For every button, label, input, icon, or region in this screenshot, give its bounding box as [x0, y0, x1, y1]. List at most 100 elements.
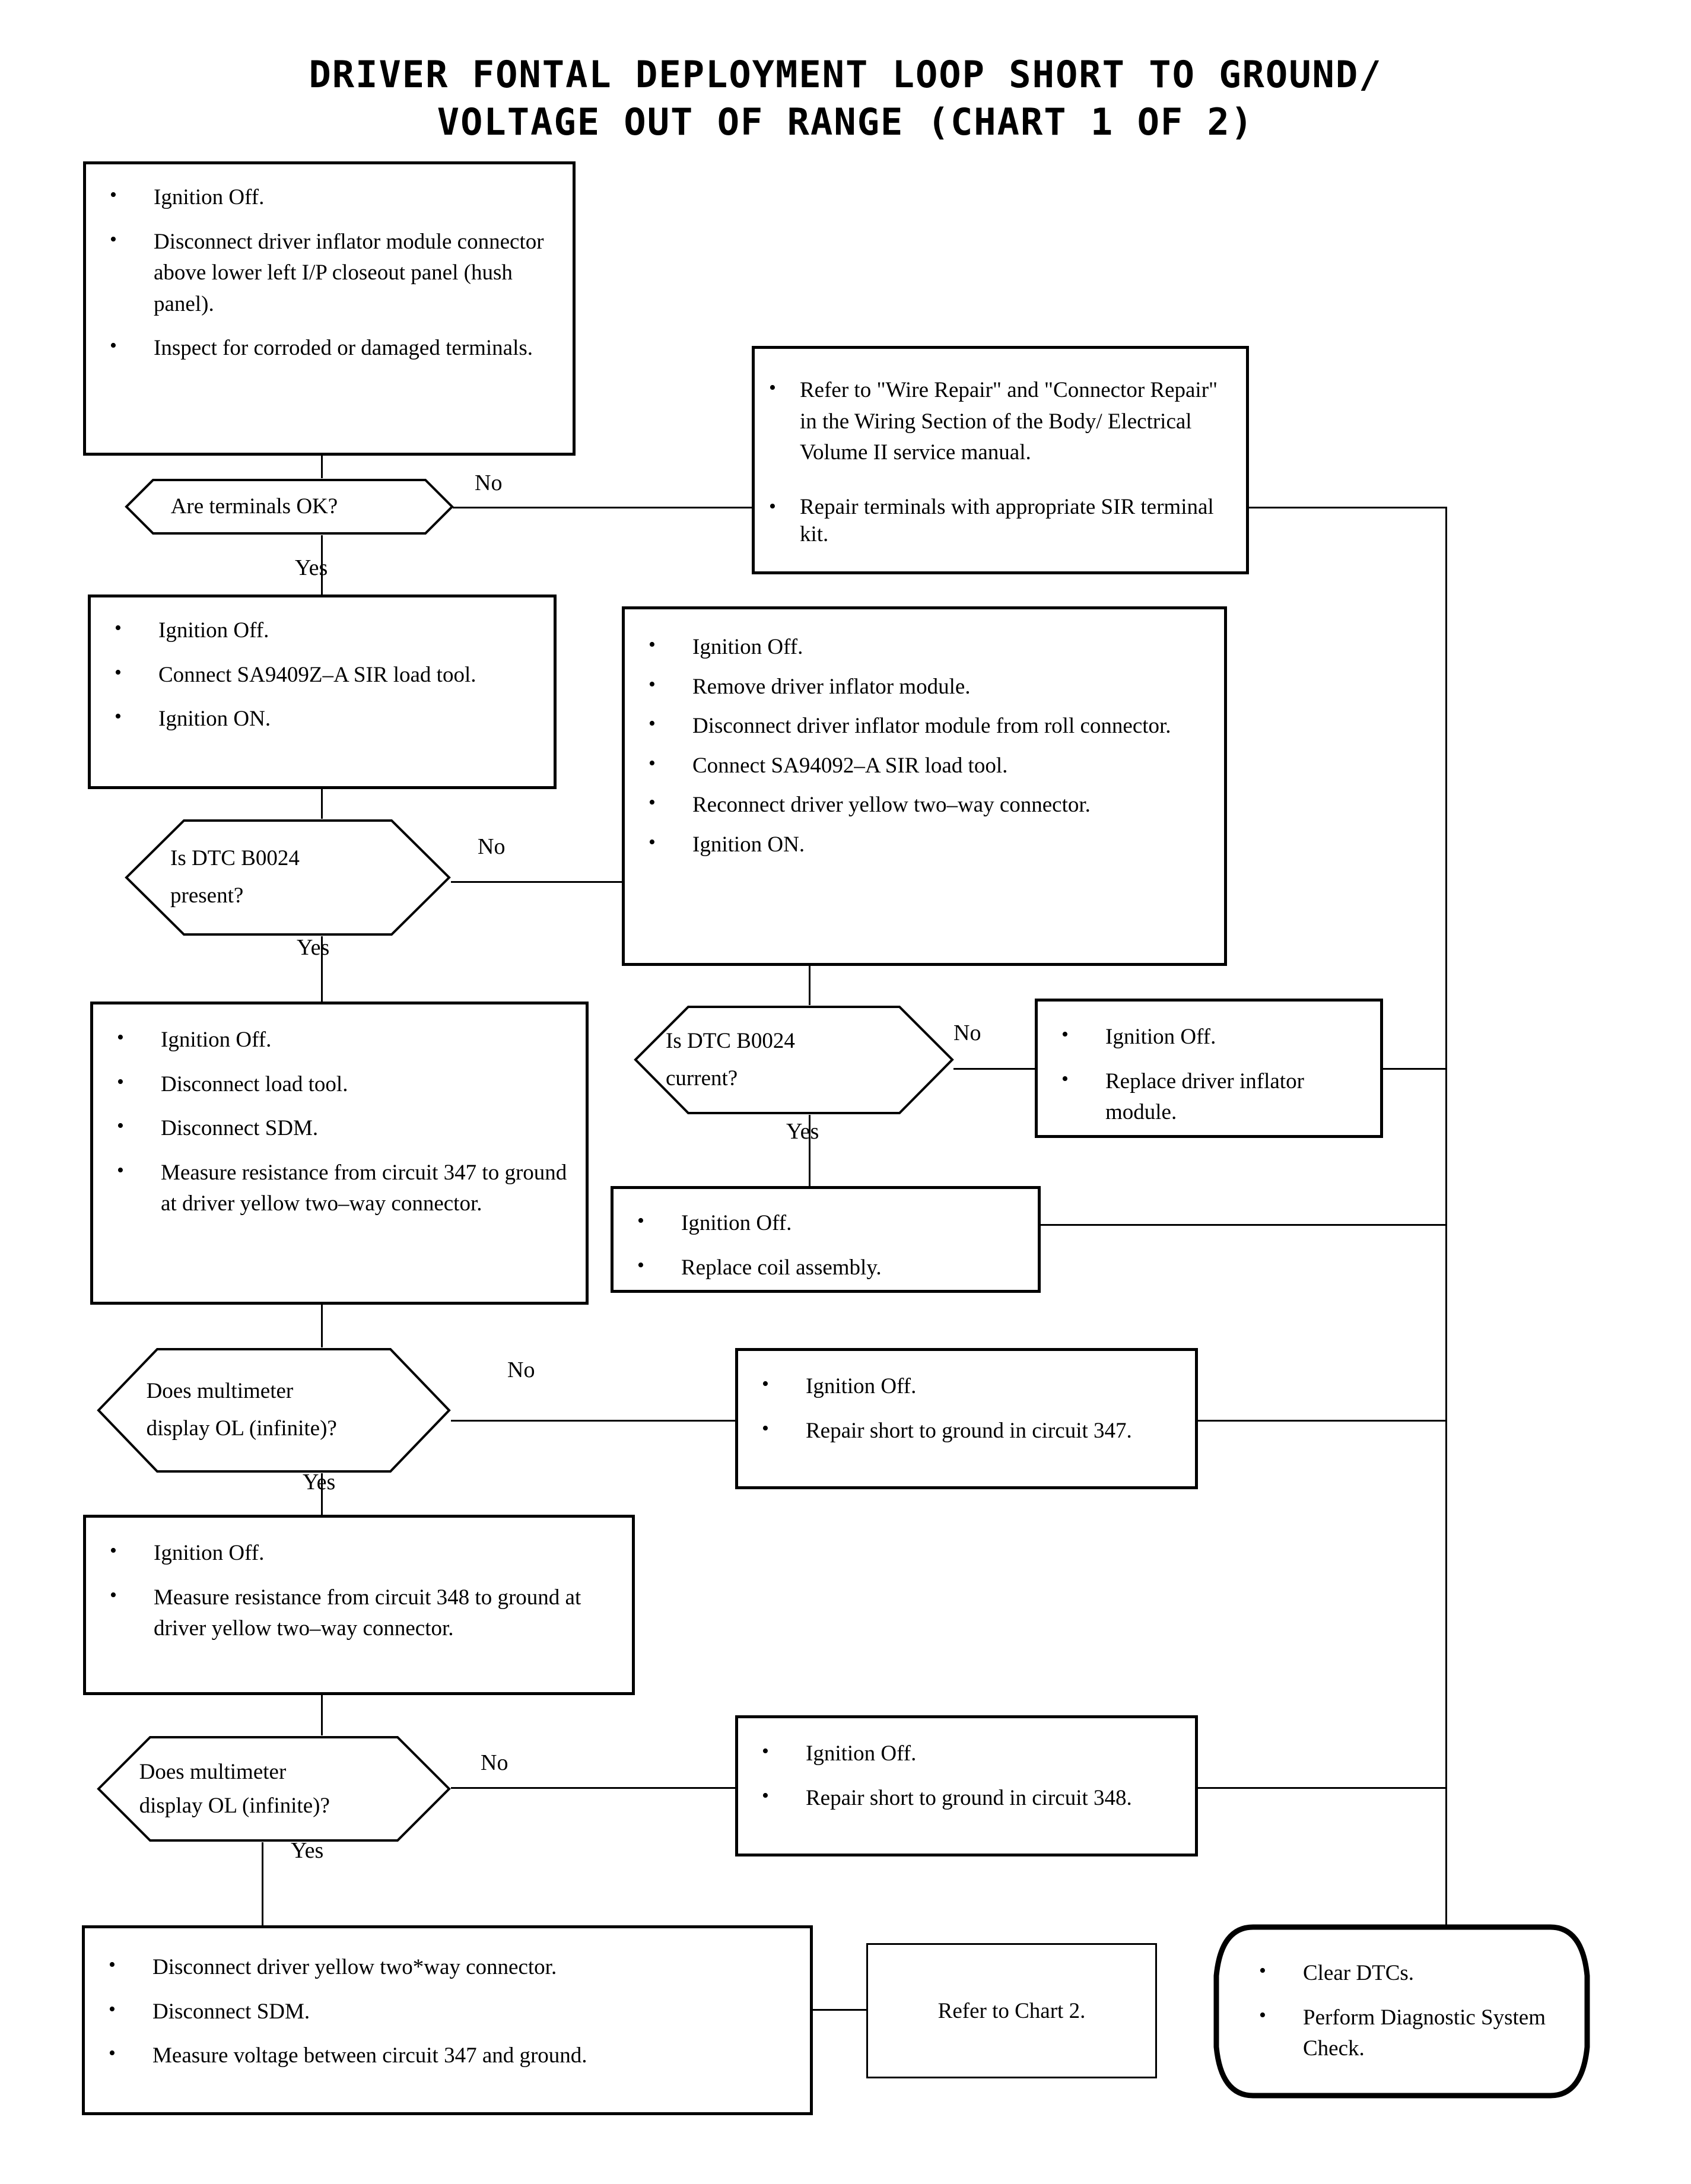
- decision2-line1: Is DTC B0024: [170, 846, 300, 871]
- decision1-text: Are terminals OK?: [170, 494, 338, 519]
- terminal-inner: Clear DTCs. Perform Diagnostic System Ch…: [1210, 1957, 1593, 2065]
- branch-label-yes-3: Yes: [786, 1119, 819, 1144]
- branch-label-yes-4: Yes: [303, 1470, 336, 1495]
- node-decision2: Is DTC B0024 present?: [125, 819, 451, 936]
- branch-label-no-2: No: [478, 834, 506, 859]
- list-item: Ignition Off.: [97, 1537, 616, 1569]
- decision5-line1: Does multimeter: [139, 1759, 287, 1784]
- node-repair-terminals: Refer to "Wire Repair" and "Connector Re…: [752, 346, 1249, 574]
- repair-terminals-list: Refer to "Wire Repair" and "Connector Re…: [765, 374, 1231, 548]
- list-item: Reconnect driver yellow two–way connecto…: [635, 789, 1209, 821]
- list-item: Measure resistance from circuit 347 to g…: [104, 1156, 570, 1220]
- connector-decision3-yes-to-replace-coil: [809, 1115, 810, 1186]
- connector-replace-coil-to-bus: [1041, 1224, 1447, 1226]
- connector-step2-to-decision2: [321, 789, 323, 819]
- branch-label-no-4: No: [507, 1358, 535, 1382]
- branch-label-yes-5: Yes: [291, 1838, 324, 1863]
- node-step3: Ignition Off. Remove driver inflator mod…: [622, 606, 1227, 966]
- node-replace-coil: Ignition Off. Replace coil assembly.: [611, 1186, 1041, 1293]
- decision4-line2: display OL (infinite)?: [146, 1416, 337, 1441]
- connector-decision4-no: [451, 1420, 735, 1422]
- list-item: Disconnect driver yellow two*way connect…: [96, 1951, 794, 1983]
- list-item: Clear DTCs.: [1246, 1957, 1569, 1989]
- list-item: Measure voltage between circuit 347 and …: [96, 2039, 794, 2072]
- node-step5: Ignition Off. Measure resistance from ci…: [83, 1515, 635, 1695]
- branch-label-yes-2: Yes: [297, 935, 330, 960]
- list-item: Ignition Off.: [624, 1207, 1022, 1239]
- list-item: Disconnect load tool.: [104, 1068, 570, 1101]
- node-step6: Disconnect driver yellow two*way connect…: [82, 1925, 813, 2115]
- list-item: Remove driver inflator module.: [635, 670, 1209, 703]
- page-title-line2: VOLTAGE OUT OF RANGE (CHART 1 OF 2): [437, 100, 1254, 144]
- list-item: Replace driver inflator module.: [1048, 1065, 1365, 1128]
- node-step2: Ignition Off. Connect SA9409Z–A SIR load…: [88, 595, 557, 789]
- list-item: Ignition Off.: [97, 181, 557, 214]
- decision3-line1: Is DTC B0024: [666, 1028, 795, 1053]
- list-item: Measure resistance from circuit 348 to g…: [97, 1581, 616, 1645]
- connector-replace-inflator-to-bus: [1383, 1068, 1447, 1070]
- node-decision3: Is DTC B0024 current?: [634, 1005, 954, 1115]
- branch-label-yes-1: Yes: [295, 555, 328, 580]
- node-decision4: Does multimeter display OL (infinite)?: [97, 1347, 451, 1473]
- terminal-list: Clear DTCs. Perform Diagnostic System Ch…: [1246, 1957, 1569, 2065]
- hexagon-shape: [634, 1006, 954, 1114]
- node-decision1: Are terminals OK?: [125, 478, 454, 535]
- connector-repair347-to-bus: [1198, 1420, 1447, 1422]
- list-item: Ignition Off.: [635, 631, 1209, 663]
- connector-step5-to-decision5: [321, 1695, 323, 1735]
- decision4-text: Does multimeter display OL (infinite)?: [97, 1373, 401, 1448]
- connector-step6-to-chart2: [813, 2009, 866, 2011]
- list-item: Ignition Off.: [749, 1737, 1180, 1770]
- list-item: Ignition Off.: [104, 1023, 570, 1056]
- node-repair348: Ignition Off. Repair short to ground in …: [735, 1715, 1198, 1856]
- replace-inflator-list: Ignition Off. Replace driver inflator mo…: [1048, 1021, 1365, 1128]
- node-step4: Ignition Off. Disconnect load tool. Disc…: [90, 1002, 589, 1305]
- page-title-line1: DRIVER FONTAL DEPLOYMENT LOOP SHORT TO G…: [309, 53, 1382, 96]
- repair347-list: Ignition Off. Repair short to ground in …: [749, 1370, 1180, 1447]
- repair348-list: Ignition Off. Repair short to ground in …: [749, 1737, 1180, 1814]
- list-item: Ignition Off.: [749, 1370, 1180, 1403]
- connector-decision2-yes-to-step4: [321, 936, 323, 1002]
- node-step1: Ignition Off. Disconnect driver inflator…: [83, 161, 576, 456]
- list-item: Ignition Off.: [1048, 1021, 1365, 1053]
- connector-decision5-yes-to-step6: [262, 1842, 263, 1925]
- list-item: Ignition Off.: [101, 614, 538, 647]
- step1-list: Ignition Off. Disconnect driver inflator…: [97, 181, 557, 364]
- branch-label-no-5: No: [481, 1750, 508, 1775]
- list-item: Connect SA94092–A SIR load tool.: [635, 749, 1209, 782]
- connector-decision4-yes-to-step5: [321, 1473, 323, 1515]
- branch-label-no-1: No: [475, 471, 503, 495]
- connector-right-bus: [1445, 507, 1447, 1962]
- branch-label-no-3: No: [953, 1021, 981, 1045]
- list-item: Connect SA9409Z–A SIR load tool.: [101, 659, 538, 691]
- step5-list: Ignition Off. Measure resistance from ci…: [97, 1537, 616, 1645]
- node-decision5: Does multimeter display OL (infinite)?: [97, 1735, 451, 1842]
- step2-list: Ignition Off. Connect SA9409Z–A SIR load…: [101, 614, 538, 735]
- step3-list: Ignition Off. Remove driver inflator mod…: [635, 631, 1209, 861]
- list-item: Inspect for corroded or damaged terminal…: [97, 332, 557, 364]
- list-item: Disconnect driver inflator module connec…: [97, 225, 557, 320]
- connector-step3-to-decision3: [809, 966, 810, 1005]
- connector-step1-to-decision1: [321, 456, 323, 478]
- list-item: Disconnect SDM.: [96, 1995, 794, 2028]
- hexagon-shape: [97, 1736, 451, 1842]
- connector-decision2-no: [451, 881, 622, 883]
- hexagon-shape: [97, 1348, 451, 1473]
- step6-list: Disconnect driver yellow two*way connect…: [96, 1951, 794, 2072]
- connector-decision5-no: [451, 1787, 735, 1789]
- list-item: Disconnect SDM.: [104, 1112, 570, 1145]
- node-repair347: Ignition Off. Repair short to ground in …: [735, 1348, 1198, 1489]
- list-item: Repair short to ground in circuit 347.: [749, 1414, 1180, 1447]
- decision5-text: Does multimeter display OL (infinite)?: [97, 1755, 401, 1823]
- hexagon-shape: [125, 819, 451, 936]
- decision3-line2: current?: [666, 1066, 738, 1091]
- node-chart2[interactable]: Refer to Chart 2.: [866, 1943, 1157, 2078]
- list-item: Ignition ON.: [635, 828, 1209, 861]
- replace-coil-list: Ignition Off. Replace coil assembly.: [624, 1207, 1022, 1283]
- decision3-text: Is DTC B0024 current?: [634, 1023, 909, 1098]
- list-item: Ignition ON.: [101, 702, 538, 735]
- connector-repair-terminals-to-bus: [1249, 507, 1447, 508]
- decision4-line1: Does multimeter: [146, 1379, 294, 1404]
- decision5-line2: display OL (infinite)?: [139, 1794, 330, 1818]
- list-item: Disconnect driver inflator module from r…: [635, 710, 1209, 742]
